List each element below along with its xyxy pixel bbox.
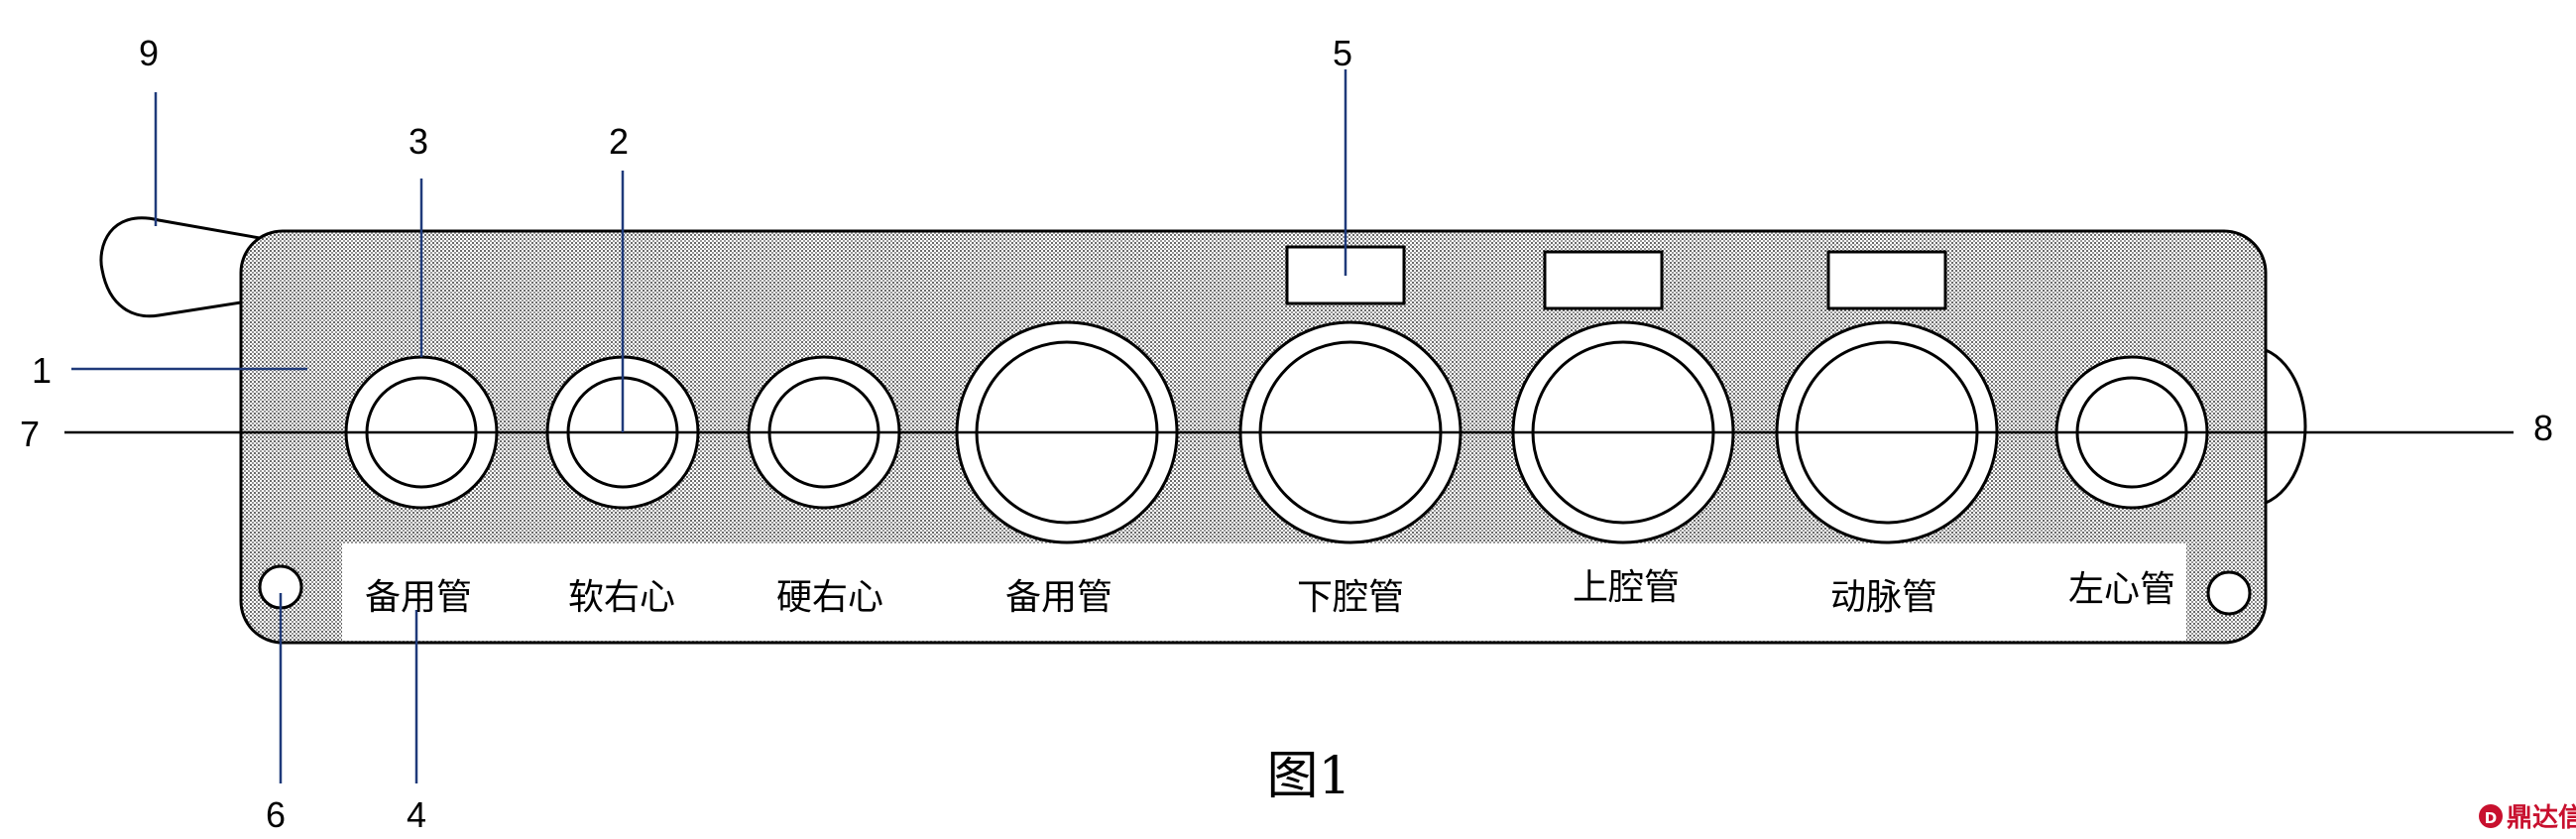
tab-3	[1826, 250, 1947, 310]
watermark-logo-icon	[2479, 804, 2503, 828]
callout-6: 6	[266, 794, 286, 835]
port-label: 动脉管	[1830, 577, 1937, 618]
callout-9: 9	[139, 33, 159, 73]
tab-2	[1543, 250, 1664, 310]
watermark-logo-mark: D	[2485, 809, 2497, 827]
port-label: 下腔管	[1297, 577, 1404, 618]
callout-5: 5	[1333, 33, 1352, 73]
callout-7: 7	[20, 414, 40, 454]
callout-2: 2	[609, 121, 629, 162]
port-label: 上腔管	[1573, 567, 1680, 608]
port-label: 备用管	[1005, 577, 1112, 618]
callout-1: 1	[32, 350, 52, 391]
port-label: 硬右心	[776, 577, 883, 618]
watermark-text: 鼎达信	[2507, 803, 2576, 833]
figure-caption: 图1	[1266, 747, 1350, 806]
port-label: 软右心	[568, 577, 675, 618]
callout-8: 8	[2533, 408, 2553, 448]
callout-3: 3	[409, 121, 428, 162]
handle	[99, 216, 262, 318]
port-label: 左心管	[2068, 569, 2175, 610]
watermark: D 鼎达信	[2479, 803, 2576, 833]
callout-4: 4	[407, 794, 426, 835]
label-strip	[342, 543, 2186, 641]
port-label: 备用管	[365, 577, 472, 618]
right-screw	[2206, 570, 2252, 616]
